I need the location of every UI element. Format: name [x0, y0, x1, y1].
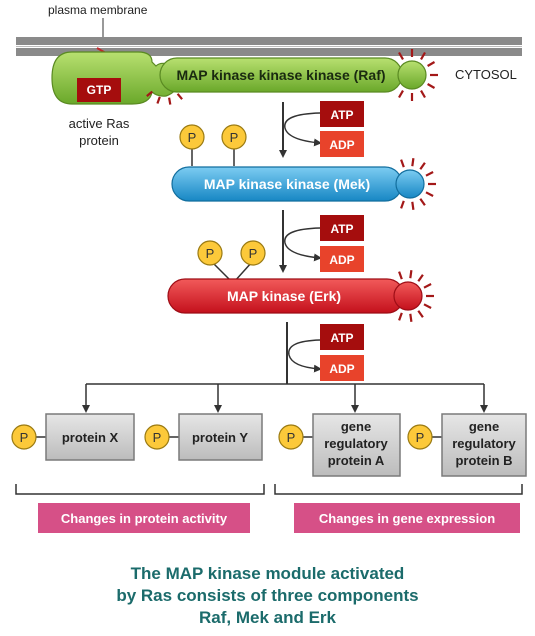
- erk-phosphate-label-2: P: [249, 246, 258, 261]
- atp-label-1: ATP: [330, 108, 353, 122]
- activation-ray: [417, 310, 424, 318]
- activation-ray: [146, 90, 153, 97]
- adp-label-3: ADP: [329, 362, 354, 376]
- plasma-membrane-label: plasma membrane: [48, 3, 148, 17]
- plasma-membrane: [16, 37, 522, 56]
- mek-phosphate-1: [179, 124, 205, 150]
- ras-activation-rays: [146, 90, 183, 105]
- protein-a-box: [312, 413, 401, 477]
- activation-ray: [156, 96, 161, 104]
- activation-ray: [423, 303, 432, 309]
- protein-activity-label: Changes in protein activity: [61, 511, 228, 526]
- protein-b-phosphate-label: P: [416, 430, 425, 445]
- activation-ray: [409, 313, 413, 322]
- gene-expression-bracket: [274, 484, 523, 495]
- activation-ray: [168, 97, 172, 105]
- atp-adp-curve-1: [284, 112, 322, 147]
- adp-box-1: [320, 131, 364, 157]
- protein-y-box: [178, 413, 263, 461]
- erk-activation-rays: [398, 270, 434, 322]
- protein-a-label-line3: protein A: [328, 453, 385, 468]
- raf-activation-rays: [398, 49, 438, 101]
- gene-expression-box: [294, 503, 520, 533]
- protein-x-label: protein X: [62, 430, 119, 445]
- adp-label-1: ADP: [329, 138, 354, 152]
- figure-caption: The MAP kinase module activated by Ras c…: [0, 563, 535, 629]
- protein-y-phosphate-label: P: [153, 430, 162, 445]
- activation-ray: [427, 61, 436, 67]
- activation-ray: [398, 90, 404, 99]
- cytosol-label: CYTOSOL: [455, 67, 517, 82]
- atp-label-3: ATP: [330, 331, 353, 345]
- protein-b-phosphate: [407, 424, 433, 450]
- activation-ray: [409, 270, 413, 279]
- protein-x-phosphate: [11, 424, 37, 450]
- adp-box-2: [320, 246, 364, 272]
- atp-adp-curve-3: [288, 339, 322, 373]
- mek-label: MAP kinase kinase (Mek): [204, 176, 370, 192]
- gtp-badge: [77, 78, 121, 102]
- protein-x-box: [45, 413, 135, 461]
- ras-label-line2: protein: [79, 133, 119, 148]
- mek-phosphate-label-1: P: [188, 130, 197, 145]
- caption-line-2: by Ras consists of three components: [116, 586, 419, 605]
- activation-ray: [400, 200, 405, 209]
- protein-activity-bracket: [15, 484, 265, 495]
- mek-phosphate-label-2: P: [230, 130, 239, 145]
- activation-ray: [419, 162, 426, 170]
- activation-ray: [398, 51, 404, 60]
- activation-ray: [400, 159, 405, 168]
- activation-ray: [398, 271, 403, 280]
- activation-ray: [176, 93, 183, 100]
- raf-label: MAP kinase kinase kinase (Raf): [176, 67, 385, 83]
- erk-phosphate-label-1: P: [206, 246, 215, 261]
- atp-adp-curve-2: [284, 227, 322, 262]
- protein-b-label-line3: protein B: [455, 453, 512, 468]
- protein-a-label-line1: gene: [341, 419, 371, 434]
- atp-label-2: ATP: [330, 222, 353, 236]
- protein-activity-box: [38, 503, 250, 533]
- activation-ray: [420, 90, 426, 99]
- gene-expression-label: Changes in gene expression: [319, 511, 495, 526]
- activation-ray: [417, 274, 424, 282]
- activation-ray: [420, 51, 426, 60]
- erk-label: MAP kinase (Erk): [227, 288, 341, 304]
- caption-line-1: The MAP kinase module activated: [130, 564, 405, 583]
- protein-b-label-line2: regulatory: [452, 436, 516, 451]
- raf-kinase: [159, 57, 427, 93]
- protein-a-label-line2: regulatory: [324, 436, 388, 451]
- protein-a-phosphate-label: P: [287, 430, 296, 445]
- mek-activation-rays: [400, 158, 436, 210]
- activation-ray: [398, 312, 403, 321]
- atp-box-1: [320, 101, 364, 127]
- activation-ray: [425, 171, 434, 177]
- activation-ray: [411, 201, 415, 210]
- mek-phosphate-2: [221, 124, 247, 150]
- ras-label-line1: active Ras: [69, 116, 130, 131]
- protein-b-box: [441, 413, 527, 477]
- activation-ray: [425, 191, 434, 197]
- protein-b-label-line1: gene: [469, 419, 499, 434]
- erk-phosphate-1: [197, 240, 223, 266]
- erk-phosphate-2: [240, 240, 266, 266]
- activation-ray: [427, 83, 436, 89]
- adp-label-2: ADP: [329, 253, 354, 267]
- atp-box-3: [320, 324, 364, 350]
- activation-ray: [411, 158, 415, 167]
- protein-y-label: protein Y: [192, 430, 248, 445]
- atp-box-2: [320, 215, 364, 241]
- protein-a-phosphate: [278, 424, 304, 450]
- activation-ray: [419, 198, 426, 206]
- erk-kinase: [167, 278, 423, 314]
- activation-ray: [423, 283, 432, 289]
- protein-y-phosphate: [144, 424, 170, 450]
- adp-box-3: [320, 355, 364, 381]
- caption-line-3: Raf, Mek and Erk: [199, 608, 336, 627]
- mek-kinase: [171, 166, 425, 202]
- gtp-label: GTP: [87, 83, 112, 97]
- protein-x-phosphate-label: P: [20, 430, 29, 445]
